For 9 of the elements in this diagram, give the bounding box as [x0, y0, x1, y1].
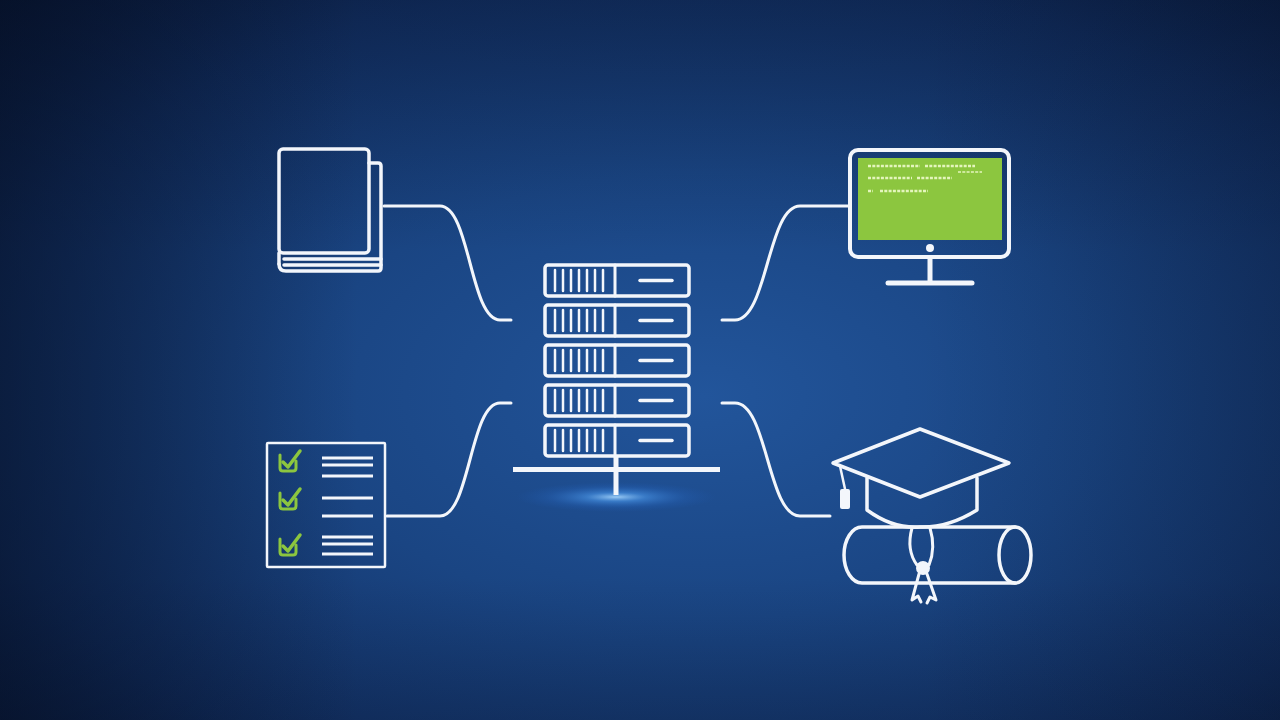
connector-line — [720, 401, 832, 518]
connector-line — [385, 401, 513, 518]
connector-line — [720, 204, 850, 322]
monitor-icon — [848, 148, 1011, 286]
checklist-icon — [265, 441, 387, 569]
book-icon — [276, 146, 384, 274]
server-rack-icon — [511, 263, 722, 512]
connector-line — [382, 204, 513, 322]
graduation-cap-diploma-icon — [830, 426, 1035, 606]
